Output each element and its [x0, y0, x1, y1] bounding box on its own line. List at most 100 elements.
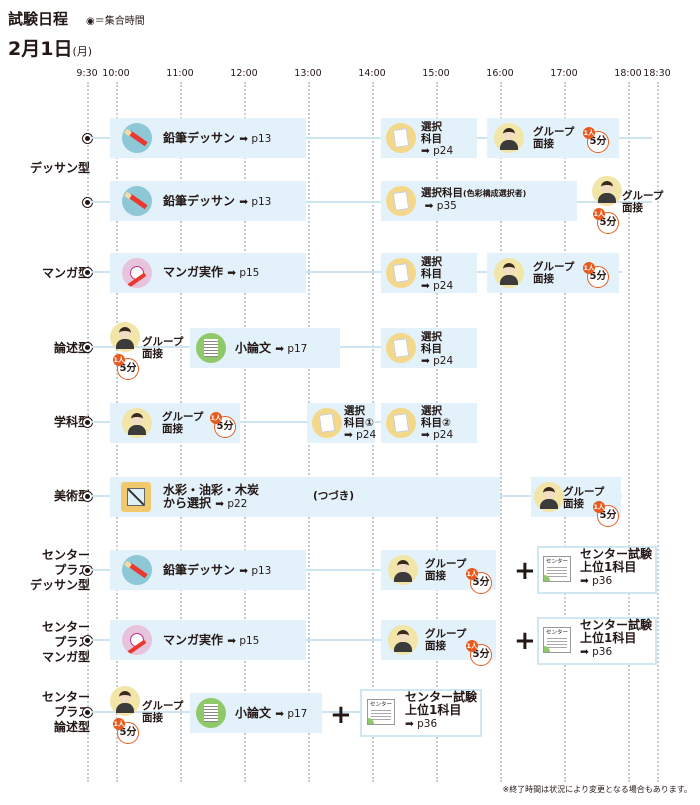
- time-label: 15:00: [422, 68, 450, 79]
- pencil-icon: [122, 555, 152, 585]
- paper-icon: [312, 408, 342, 438]
- gridline: [628, 82, 630, 782]
- face-icon: [388, 555, 418, 585]
- page-title: 試験日程: [8, 10, 69, 28]
- gridline: [87, 82, 89, 782]
- time-label: 14:00: [358, 68, 386, 79]
- block-label: グループ面接: [425, 558, 467, 582]
- center-test-icon: センター: [543, 556, 571, 582]
- block-label: センター試験上位1科目➡ p36: [580, 547, 653, 588]
- plus-sign: +: [330, 700, 352, 730]
- block-label: グループ面接: [533, 126, 575, 150]
- essay-icon: [196, 333, 226, 363]
- manga-icon: [122, 625, 152, 655]
- continue-label: (つづき): [313, 490, 355, 502]
- row-label-center-essay: センタープラス論述型: [41, 690, 90, 734]
- time-label: 11:00: [166, 68, 194, 79]
- block-label: 選択科目①➡ p24: [344, 405, 377, 441]
- block-label: 選択科目➡ p24: [421, 121, 454, 157]
- block-label: 選択科目➡ p24: [421, 331, 454, 367]
- block-label: 小論文 ➡ p17: [235, 341, 308, 356]
- row-line: [92, 201, 652, 203]
- gridline: [657, 82, 659, 782]
- row-label-center-dessin: センタープラスデッサン型: [29, 548, 90, 592]
- face-icon: [494, 258, 524, 288]
- block-label: 選択科目(色彩構成選択者) ➡ p35: [421, 187, 527, 212]
- center-test-icon: センター: [367, 699, 395, 725]
- date-dow: (月): [72, 45, 93, 58]
- paper-icon: [386, 186, 416, 216]
- row-line: [92, 421, 477, 423]
- pencil-icon: [122, 186, 152, 216]
- block-label: 鉛筆デッサン ➡ p13: [163, 563, 272, 578]
- date-main: 2月1日: [8, 38, 73, 60]
- block-label: グループ面接: [162, 411, 204, 435]
- time-label: 12:00: [230, 68, 258, 79]
- block-label: センター試験上位1科目➡ p36: [580, 618, 653, 659]
- paper-icon: [386, 333, 416, 363]
- face-icon: [110, 322, 140, 352]
- row-label-art: 美術型: [53, 489, 90, 503]
- footnote: ※終了時間は状況により変更となる場合もあります。: [502, 785, 692, 794]
- pencil-icon: [122, 123, 152, 153]
- block-label: グループ面接: [142, 700, 184, 724]
- paper-icon: [386, 408, 416, 438]
- row-label-center-manga: センタープラスマンガ型: [41, 620, 90, 664]
- manga-icon: [122, 258, 152, 288]
- block-label: マンガ実作 ➡ p15: [163, 265, 260, 280]
- paper-icon: [386, 258, 416, 288]
- block-label: 水彩・油彩・木炭から選択 ➡ p22: [163, 483, 260, 511]
- block-label: 鉛筆デッサン ➡ p13: [163, 131, 272, 146]
- face-icon: [122, 408, 152, 438]
- row-label-manga: マンガ型: [41, 266, 90, 280]
- legend: ◉＝集合時間: [86, 16, 145, 27]
- block-label: グループ面接: [563, 486, 605, 510]
- time-label: 9:30: [76, 68, 98, 79]
- time-label: 16:00: [486, 68, 514, 79]
- plus-sign: +: [514, 626, 536, 656]
- exam-date: 2月1日(月): [8, 34, 92, 61]
- block-label: グループ面接: [142, 336, 184, 360]
- block-label: センター試験上位1科目➡ p36: [405, 690, 478, 731]
- time-label: 18:30: [643, 68, 671, 79]
- block-label: グループ面接: [533, 261, 575, 285]
- center-test-icon: センター: [543, 627, 571, 653]
- block-label: グループ面接: [622, 190, 664, 214]
- paper-icon: [386, 123, 416, 153]
- row-line: [92, 137, 652, 139]
- block-label: 選択科目②➡ p24: [421, 405, 454, 441]
- block-label: グループ面接: [425, 628, 467, 652]
- essay-icon: [196, 698, 226, 728]
- row-label-dessin: デッサン型: [29, 161, 90, 175]
- row-label-essay: 論述型: [53, 341, 90, 355]
- face-icon: [388, 625, 418, 655]
- gridline: [244, 82, 246, 782]
- face-icon: [110, 686, 140, 716]
- gridline: [500, 82, 502, 782]
- row-label-academic: 学科型: [53, 415, 90, 429]
- time-label: 18:00: [614, 68, 642, 79]
- block-label: 鉛筆デッサン ➡ p13: [163, 194, 272, 209]
- block-label: 小論文 ➡ p17: [235, 706, 308, 721]
- plus-sign: +: [514, 556, 536, 586]
- art-icon: [121, 482, 151, 512]
- block-label: マンガ実作 ➡ p15: [163, 633, 260, 648]
- block-art: [110, 477, 500, 517]
- time-label: 17:00: [550, 68, 578, 79]
- time-label: 10:00: [102, 68, 130, 79]
- row-line: [92, 271, 622, 273]
- face-icon: [592, 176, 622, 206]
- time-label: 13:00: [294, 68, 322, 79]
- gridline: [564, 82, 566, 782]
- block-label: 選択科目➡ p24: [421, 256, 454, 292]
- face-icon: [534, 482, 564, 512]
